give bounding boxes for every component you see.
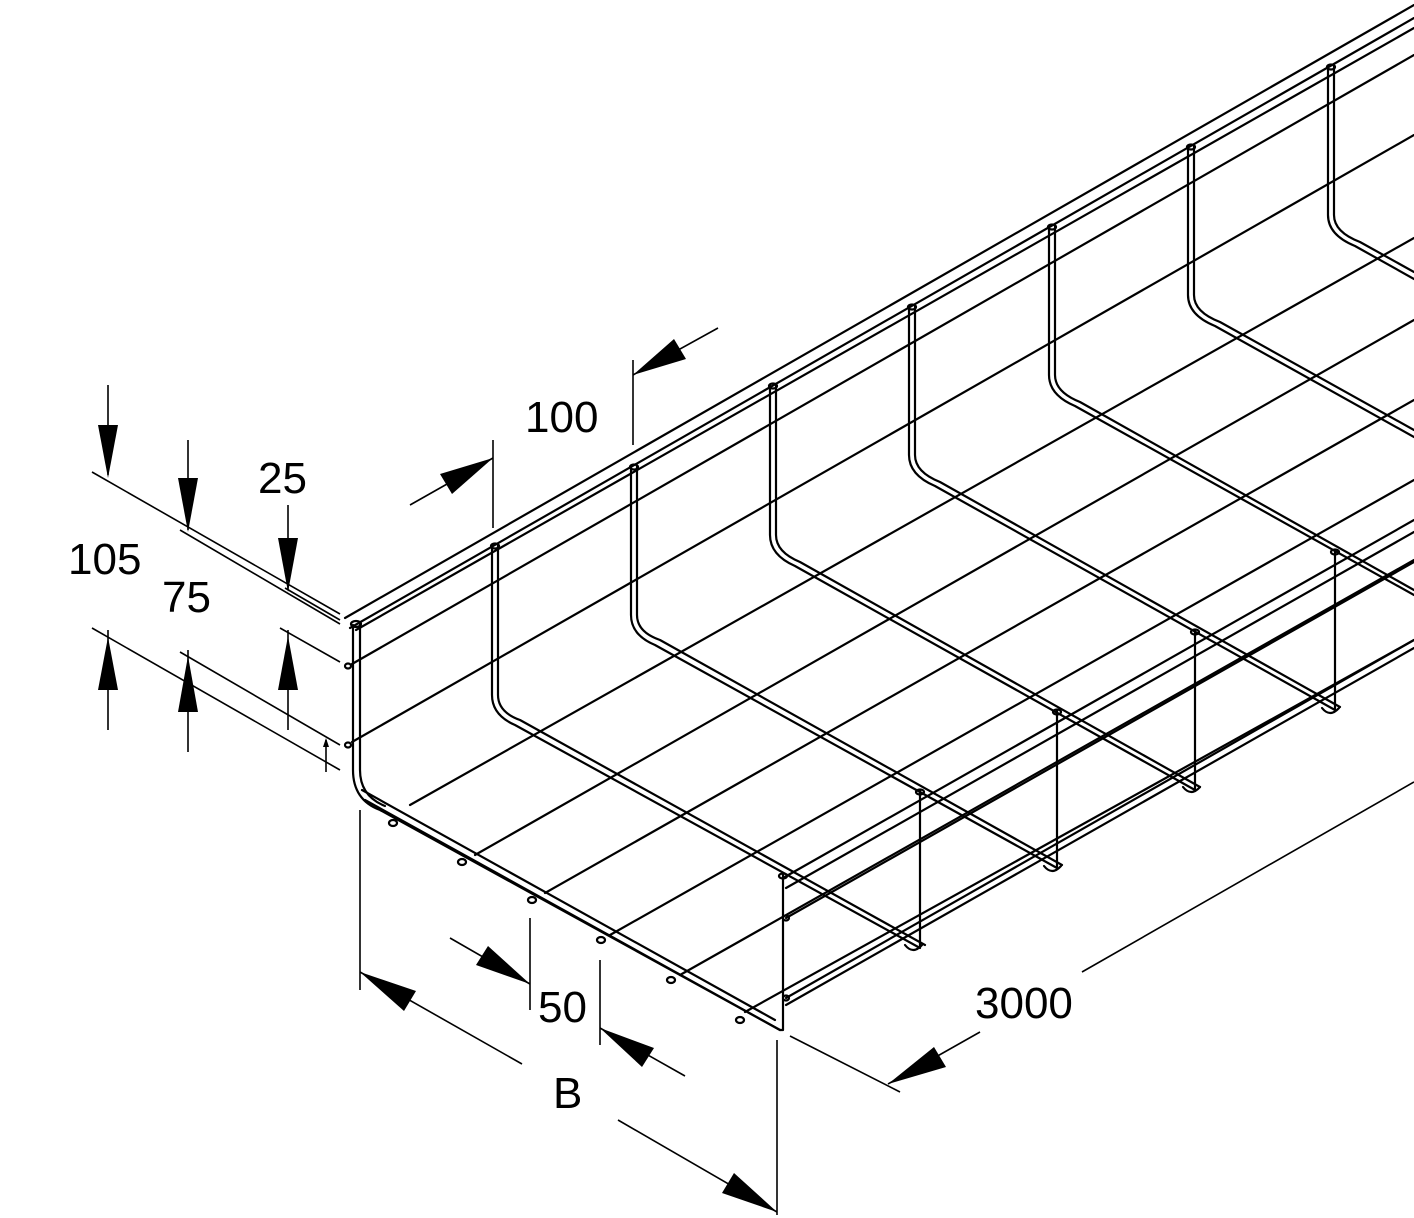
depth-inner-label: 75 — [162, 573, 211, 622]
width-label: B — [553, 1069, 582, 1118]
vertical-pitch-label: 100 — [525, 393, 598, 442]
arrow-right-icon — [722, 1173, 777, 1212]
top-wire-offset-label: 25 — [258, 454, 307, 503]
floor-pitch-dimension: 50 — [449, 918, 686, 1077]
arrow-left-icon — [360, 972, 416, 1011]
arrow-down-icon — [98, 425, 118, 478]
length-label: 3000 — [975, 979, 1073, 1028]
arrow-left-icon — [888, 1047, 946, 1084]
arrow-up-icon — [98, 637, 118, 690]
floor-pitch-label: 50 — [538, 983, 587, 1032]
depth-total-label: 105 — [68, 535, 141, 584]
wire-end-dots — [343, 662, 791, 1025]
arrow-up-icon — [278, 636, 298, 690]
arrow-down-icon — [278, 538, 298, 592]
right-side-wall — [777, 518, 1414, 1007]
arrow-down-icon — [178, 478, 198, 532]
arrow-right-icon — [476, 946, 530, 984]
arrow-left-icon — [600, 1028, 654, 1067]
arrow-right-icon — [440, 458, 493, 494]
cross-wires — [349, 63, 1414, 1032]
width-dimension: B — [359, 810, 778, 1215]
length-dimension: 3000 — [789, 781, 1414, 1093]
depth-dimension-group: 105 75 25 — [68, 385, 341, 772]
arrow-left-icon — [633, 339, 686, 375]
vertical-pitch-dimension: 100 — [409, 327, 719, 528]
floor-wires — [360, 236, 1414, 1032]
left-side-wall — [343, 3, 1414, 744]
arrow-up-icon — [178, 656, 198, 712]
